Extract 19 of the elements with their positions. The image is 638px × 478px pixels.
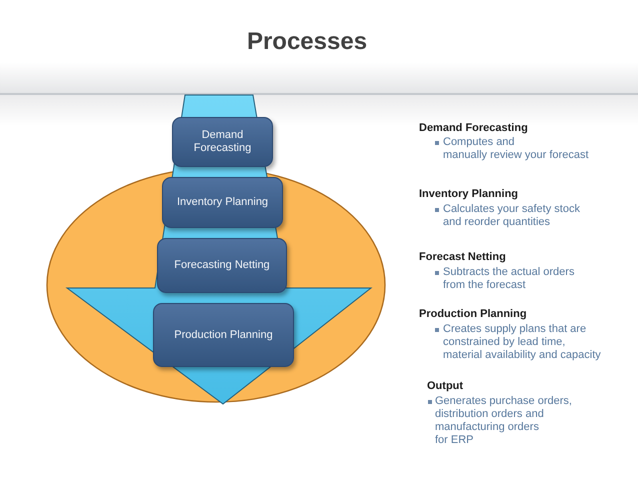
section-heading: Demand Forecasting	[419, 121, 528, 135]
process-box	[153, 303, 294, 367]
section-heading: Output	[427, 379, 464, 393]
section-heading: Inventory Planning	[419, 187, 518, 201]
bullet-text: Subtracts the actual orders from the forecast	[443, 266, 574, 292]
box-label: Demand Forecasting	[192, 129, 252, 155]
bullet-text: Generates purchase orders, distribution orders and manufacturing orders for ERP	[435, 395, 572, 447]
title: Processes	[246, 28, 368, 56]
section-heading: Forecast Netting	[419, 250, 506, 264]
bullet-text: Computes and manually review your forecast	[443, 136, 589, 162]
process-box	[157, 238, 287, 293]
bullet-text: Calculates your safety stock and reorder quantities	[443, 203, 580, 229]
bullet-text: Creates supply plans that are constrained by lead time, material availability and capacity	[443, 323, 601, 362]
box-label: Forecasting Netting	[174, 259, 270, 272]
process-box	[162, 177, 283, 228]
process-box	[172, 117, 273, 167]
box-label: Inventory Planning	[176, 196, 268, 209]
box-label: Production Planning	[174, 328, 273, 342]
section-heading: Production Planning	[419, 307, 527, 321]
